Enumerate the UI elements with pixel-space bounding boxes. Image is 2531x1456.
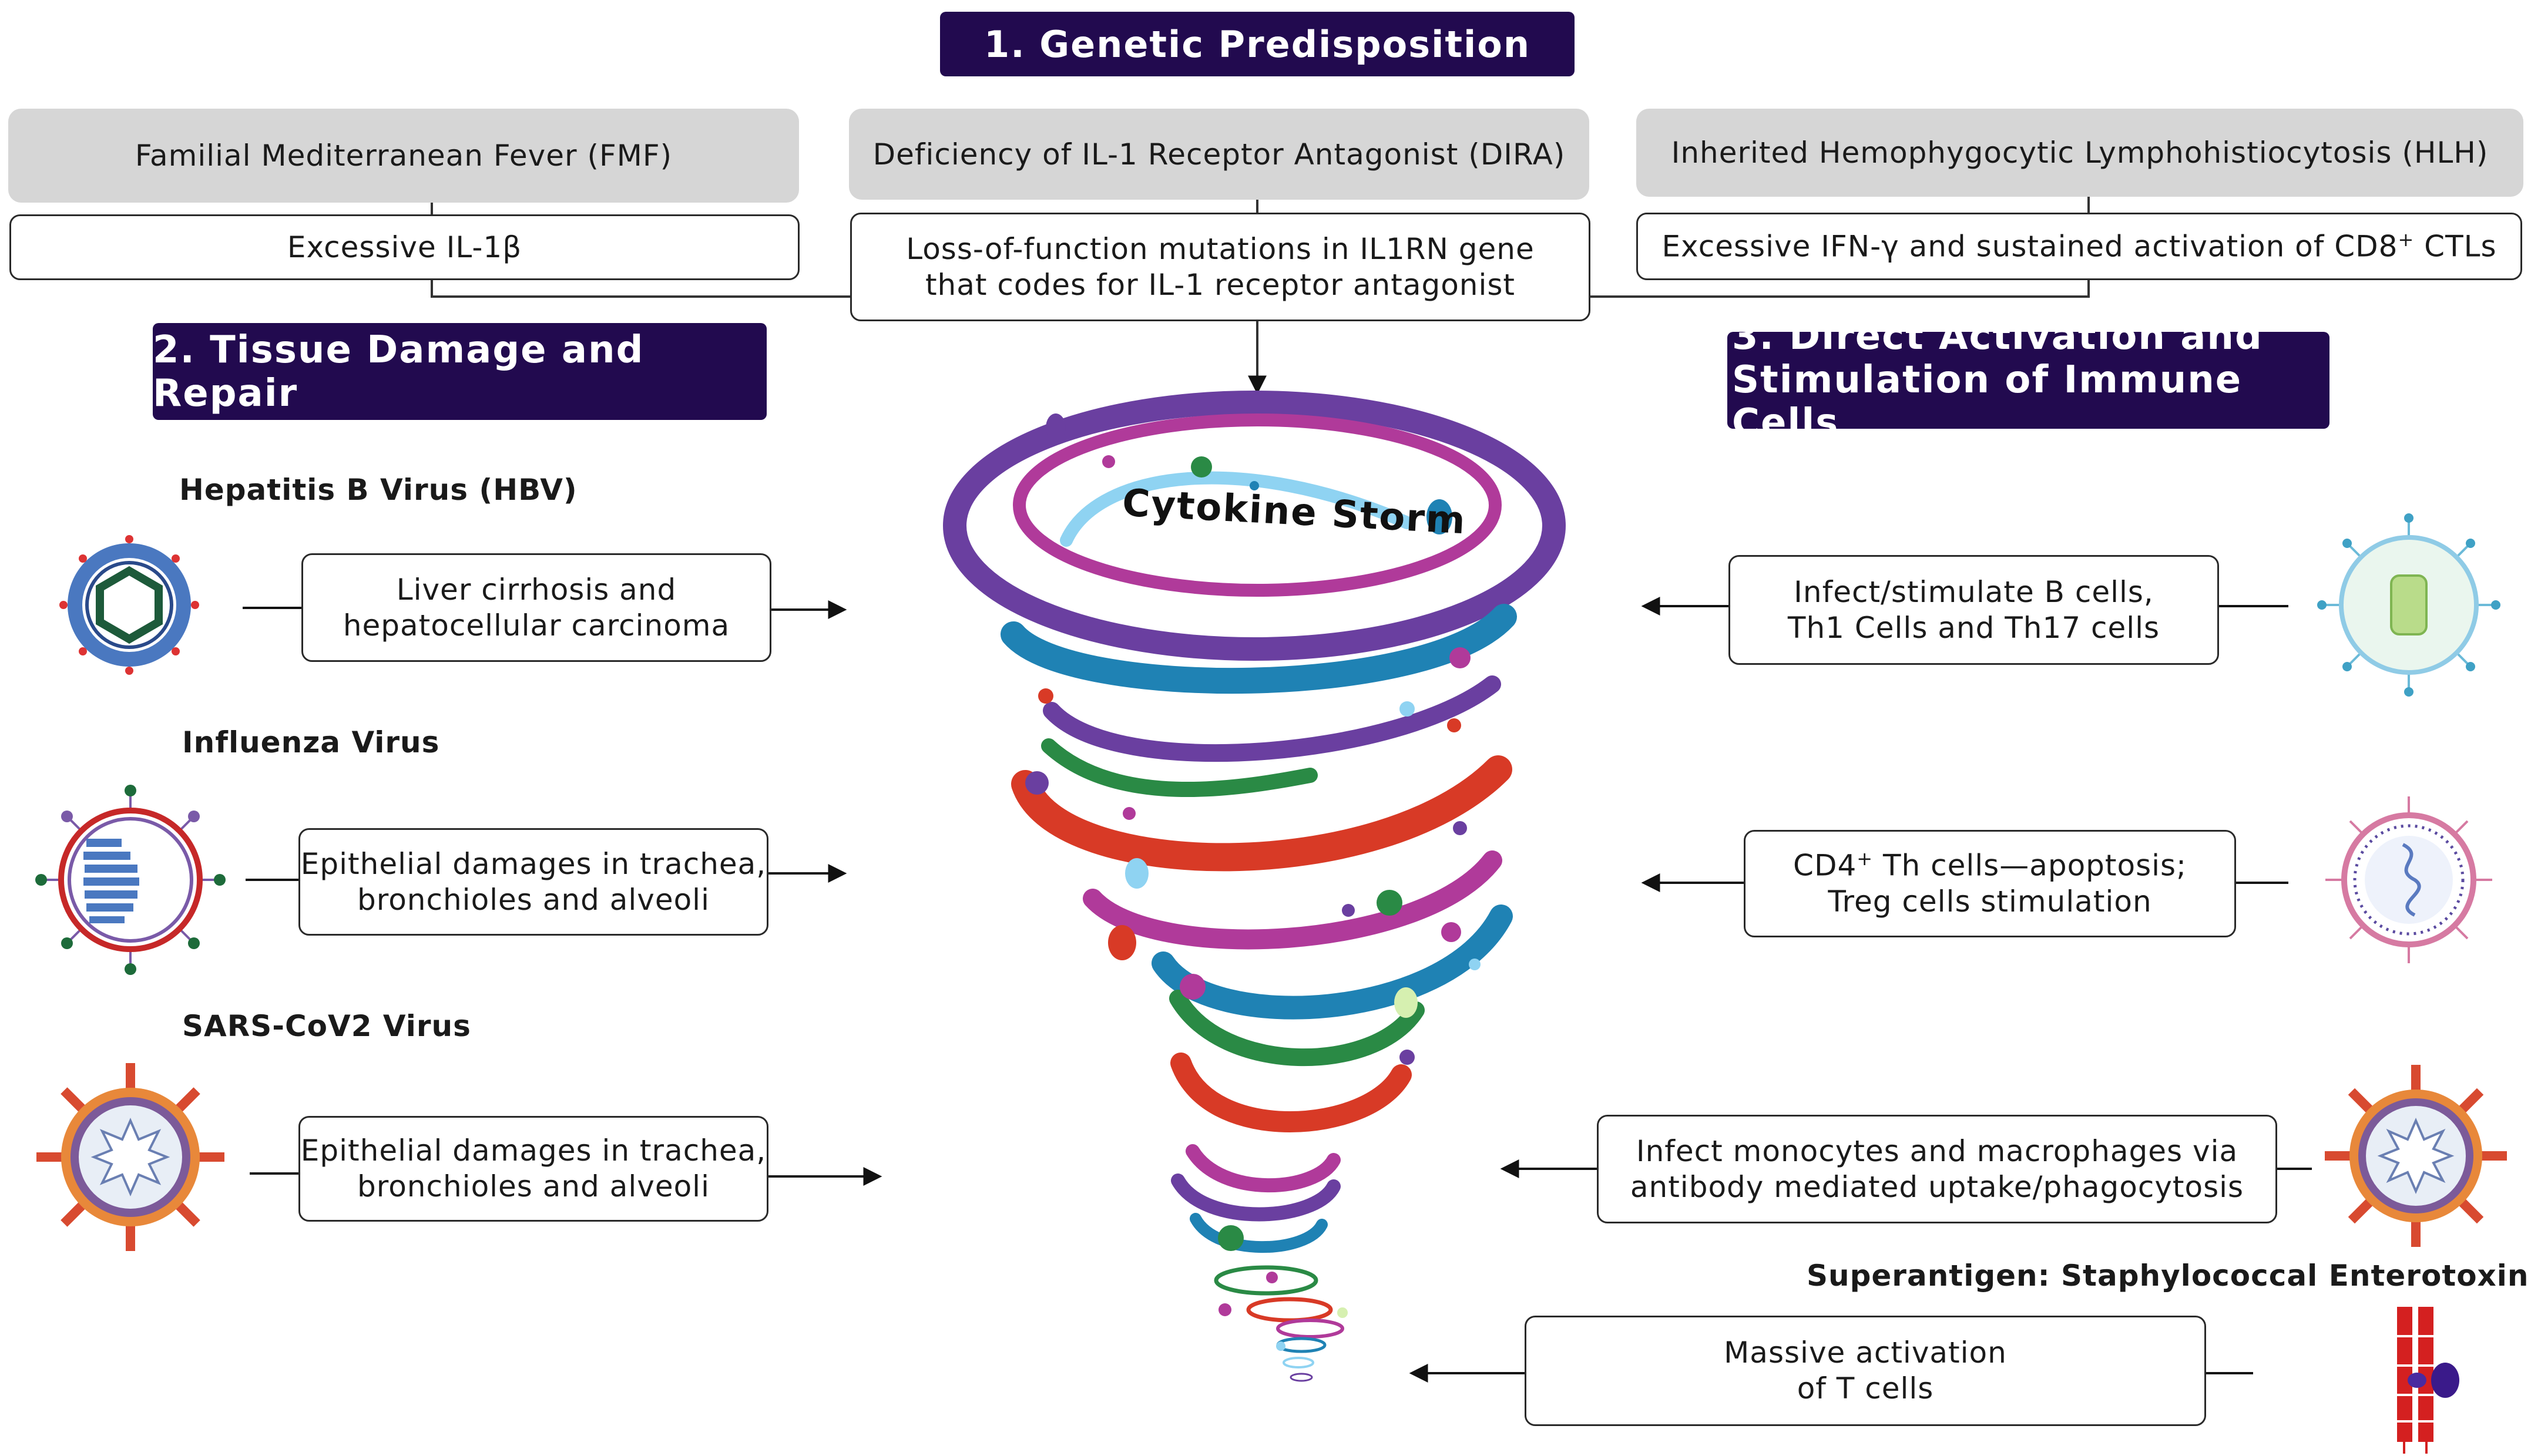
effect-influenza: Epithelial damages in trachea, bronchiol… (298, 828, 768, 936)
generic-virus-icon (2317, 513, 2500, 697)
effect-hbv: Liver cirrhosis and hepatocellular carci… (301, 553, 771, 662)
disease-fmf-label: Familial Mediterranean Fever (FMF) (135, 139, 673, 173)
header-genetic-text: 1. Genetic Predisposition (984, 22, 1530, 66)
disease-hlh: Inherited Hemophygocytic Lymphohistiocyt… (1636, 109, 2523, 197)
disease-hlh-label: Inherited Hemophygocytic Lymphohistiocyt… (1671, 136, 2489, 170)
effect-immune-3-text: Infect monocytes and macrophages via ant… (1630, 1134, 2244, 1204)
virus-rna-icon (2325, 796, 2492, 963)
header-tissue-damage: 2. Tissue Damage and Repair (153, 323, 767, 420)
hbv-virus-icon (59, 535, 199, 675)
label-superantigen: Superantigen: Staphylococcal Enterotoxin… (1807, 1259, 2531, 1293)
effect-immune-2-line1: CD4+ Th cells—apoptosis; (1793, 848, 2187, 883)
label-hbv: Hepatitis B Virus (HBV) (179, 473, 578, 507)
sars-cov2-virus-icon (36, 1063, 224, 1251)
disease-fmf: Familial Mediterranean Fever (FMF) (8, 109, 799, 203)
header-tissue-text: 2. Tissue Damage and Repair (153, 328, 645, 415)
effect-sars: Epithelial damages in trachea, bronchiol… (298, 1116, 768, 1222)
header-direct-activation: 3. Direct Activation and Stimulation of … (1727, 315, 2329, 445)
cytokine-storm-title: Cytokine Storm (1121, 481, 1468, 543)
effect-hlh: Excessive IFN-γ and sustained activation… (1636, 213, 2522, 280)
influenza-virus-icon (35, 785, 226, 975)
effect-influenza-text: Epithelial damages in trachea, bronchiol… (300, 846, 767, 917)
effect-dira-text: Loss-of-function mutations in IL1RN gene… (906, 231, 1535, 302)
disease-dira: Deficiency of IL-1 Receptor Antagonist (… (849, 109, 1589, 200)
effect-fmf: Excessive IL-1β (9, 214, 800, 280)
effect-sars-text: Epithelial damages in trachea, bronchiol… (300, 1134, 767, 1203)
effect-dira: Loss-of-function mutations in IL1RN gene… (850, 213, 1590, 321)
effect-immune-1-text: Infect/stimulate B cells, Th1 Cells and … (1787, 574, 2160, 645)
effect-hbv-text: Liver cirrhosis and hepatocellular carci… (343, 572, 730, 643)
label-sars: SARS-CoV2 Virus (182, 1009, 471, 1043)
effect-immune-1: Infect/stimulate B cells, Th1 Cells and … (1728, 555, 2219, 665)
effect-immune-2-line2: Treg cells stimulation (1828, 884, 2152, 919)
tornado-icon (943, 391, 1566, 1382)
disease-dira-label: Deficiency of IL-1 Receptor Antagonist (… (872, 137, 1566, 172)
label-influenza: Influenza Virus (182, 725, 440, 759)
effect-immune-4: Massive activation of T cells (1525, 1316, 2206, 1426)
effect-fmf-text: Excessive IL-1β (287, 230, 522, 264)
effect-immune-4-text: Massive activation of T cells (1724, 1336, 2007, 1405)
effect-hlh-text: Excessive IFN-γ and sustained activation… (1661, 228, 2497, 264)
coronavirus-icon (2325, 1065, 2507, 1247)
superantigen-icon (2396, 1307, 2459, 1454)
header-immune-line1: 3. Direct Activation and (1732, 315, 2263, 359)
effect-immune-3: Infect monocytes and macrophages via ant… (1597, 1115, 2277, 1223)
effect-immune-2: CD4+ Th cells—apoptosis; Treg cells stim… (1744, 830, 2236, 937)
header-immune-line2: Stimulation of Immune Cells (1732, 358, 2243, 445)
header-genetic-predisposition: 1. Genetic Predisposition (940, 12, 1575, 76)
